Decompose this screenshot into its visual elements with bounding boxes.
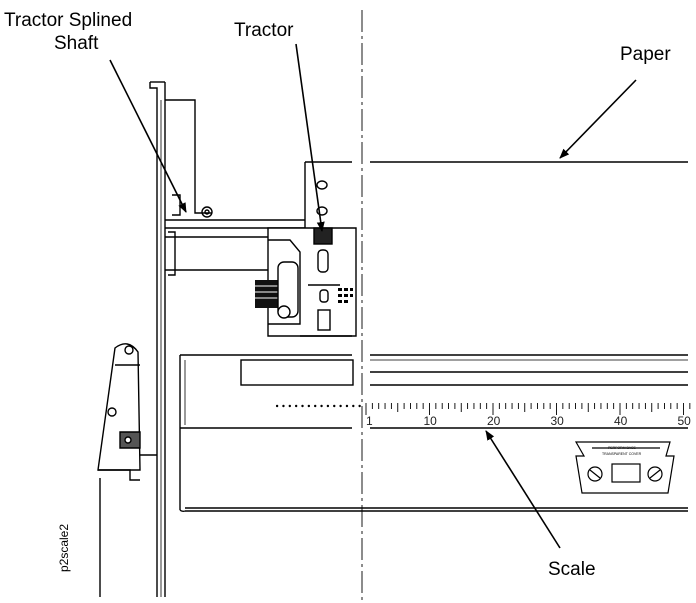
leader-scale [485, 430, 561, 549]
ruler-number: 1 [366, 414, 373, 428]
ruler-dot [275, 404, 279, 408]
callout-leaders [109, 43, 637, 549]
ruler-number: 30 [551, 414, 565, 428]
ruler-dot [314, 404, 317, 408]
figure-code: p2scale2 [57, 524, 71, 572]
ruler-numbers: 1 10 20 30 40 50 [366, 414, 691, 428]
ruler-number: 50 [678, 414, 692, 428]
scale-device: PERFORM BASE TRANSPARENT COVER [574, 441, 675, 494]
device-label-line2: TRANSPARENT COVER [602, 452, 642, 456]
leader-splined-shaft [109, 59, 187, 213]
leader-tractor [295, 43, 325, 232]
ruler-dots [275, 404, 361, 408]
callout-tractor-splined-line2: Shaft [54, 33, 99, 54]
ruler-number: 10 [424, 414, 438, 428]
side-frame [149, 81, 166, 597]
ruler-dot [320, 404, 323, 408]
callout-scale: Scale [548, 559, 596, 580]
callout-paper: Paper [620, 44, 671, 65]
tractor-assembly [255, 227, 357, 337]
ruler-dot [333, 404, 336, 408]
ruler-dot [358, 404, 361, 408]
splined-shaft [165, 231, 268, 276]
ruler-dot [288, 404, 291, 408]
callout-tractor: Tractor [234, 20, 294, 41]
ruler-dot [294, 404, 298, 408]
ruler-dot [352, 404, 355, 408]
ruler-ticks [365, 403, 691, 415]
ruler-dot [345, 404, 349, 408]
ruler-number: 40 [614, 414, 628, 428]
ruler-dot [326, 404, 330, 408]
lower-lever [97, 343, 157, 597]
top-bracket [165, 99, 305, 229]
device-label-line1: PERFORM BASE [608, 446, 636, 450]
lower-plate [179, 425, 688, 513]
paper-outline [304, 161, 688, 232]
scale-plate [179, 354, 688, 425]
ruler-dot [301, 404, 304, 408]
leader-paper [559, 79, 637, 159]
ruler-dot [307, 404, 311, 408]
ruler-dot [339, 404, 342, 408]
callout-tractor-splined-line1: Tractor Splined [4, 10, 132, 31]
ruler-dot [282, 404, 285, 408]
ruler-number: 20 [487, 414, 501, 428]
